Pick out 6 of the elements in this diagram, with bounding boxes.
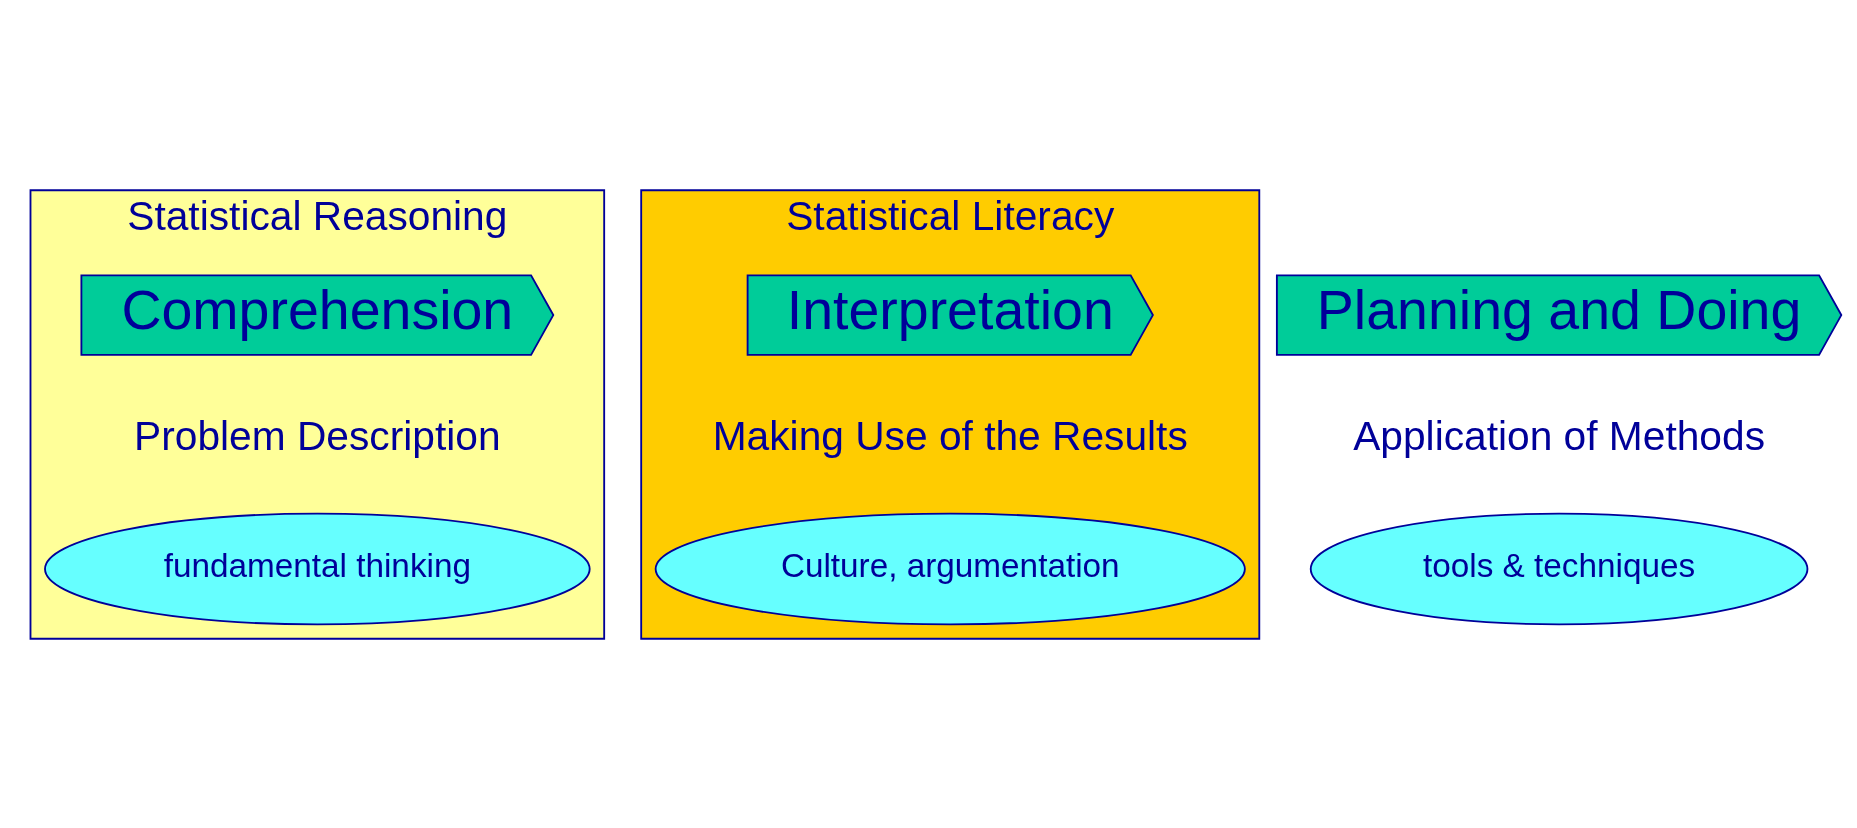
node-ellipse: fundamental thinking (44, 512, 591, 625)
node-ellipse: Culture, argumentation (654, 512, 1246, 625)
node-label: Making Use of the Results (712, 412, 1188, 459)
node-ellipse: tools & techniques (1309, 512, 1809, 625)
node-label: Application of Methods (1353, 412, 1765, 459)
node-label: Problem Description (134, 412, 501, 459)
